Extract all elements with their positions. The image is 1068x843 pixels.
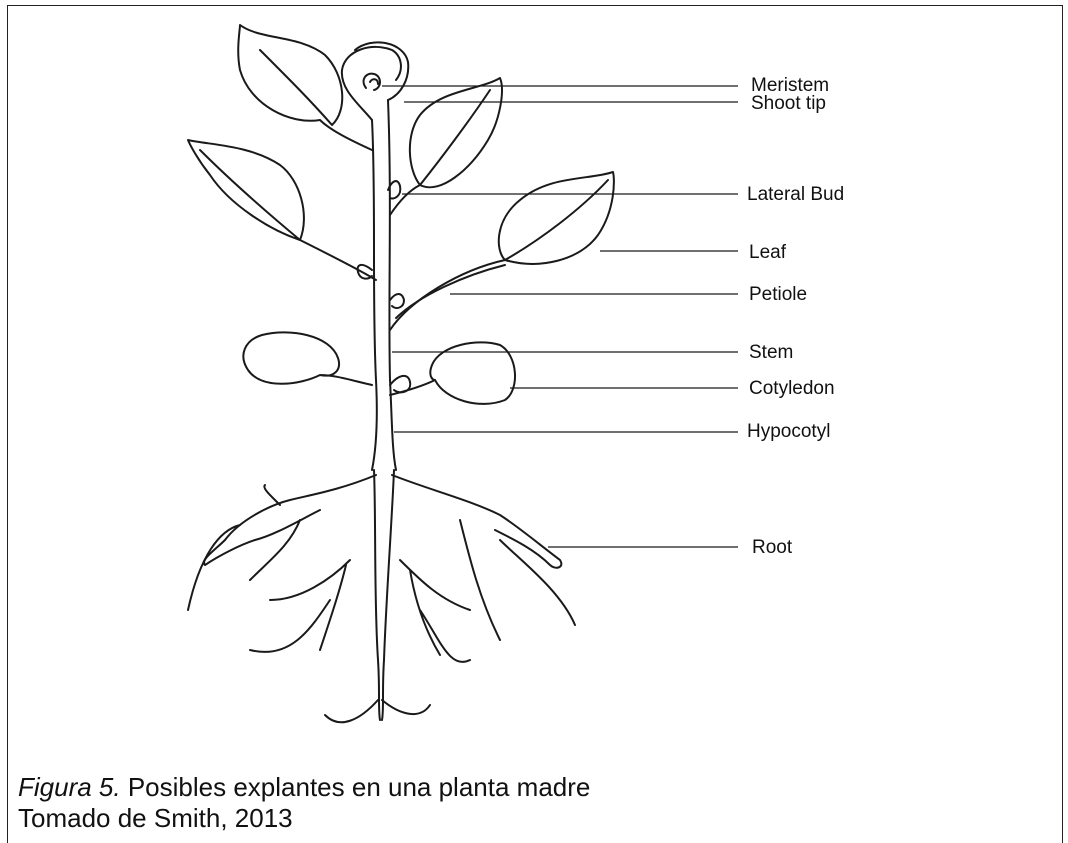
- label-root: Root: [752, 538, 792, 558]
- figure-number: Figura 5.: [18, 772, 121, 802]
- figure-title: Posibles explantes en una planta madre: [121, 772, 591, 802]
- label-hypocotyl: Hypocotyl: [747, 422, 830, 442]
- stem-shape: [372, 120, 377, 470]
- figure-source: Tomado de Smith, 2013: [18, 803, 590, 834]
- right-leaf-shape: [390, 172, 614, 330]
- label-lateral-bud: Lateral Bud: [747, 185, 844, 205]
- root-system-shape: [374, 470, 394, 720]
- left-cotyledon-shape: [243, 332, 372, 385]
- label-cotyledon: Cotyledon: [749, 379, 835, 399]
- label-petiole: Petiole: [749, 285, 807, 305]
- label-shoot-tip: Shoot tip: [751, 94, 826, 114]
- label-stem: Stem: [749, 343, 793, 363]
- shoot-apex-shape: [342, 42, 408, 120]
- label-leaf: Leaf: [749, 243, 786, 263]
- upper-left-leaf-shape: [238, 25, 372, 150]
- left-leaf-shape: [188, 140, 376, 280]
- figure-caption: Figura 5. Posibles explantes en una plan…: [18, 772, 590, 834]
